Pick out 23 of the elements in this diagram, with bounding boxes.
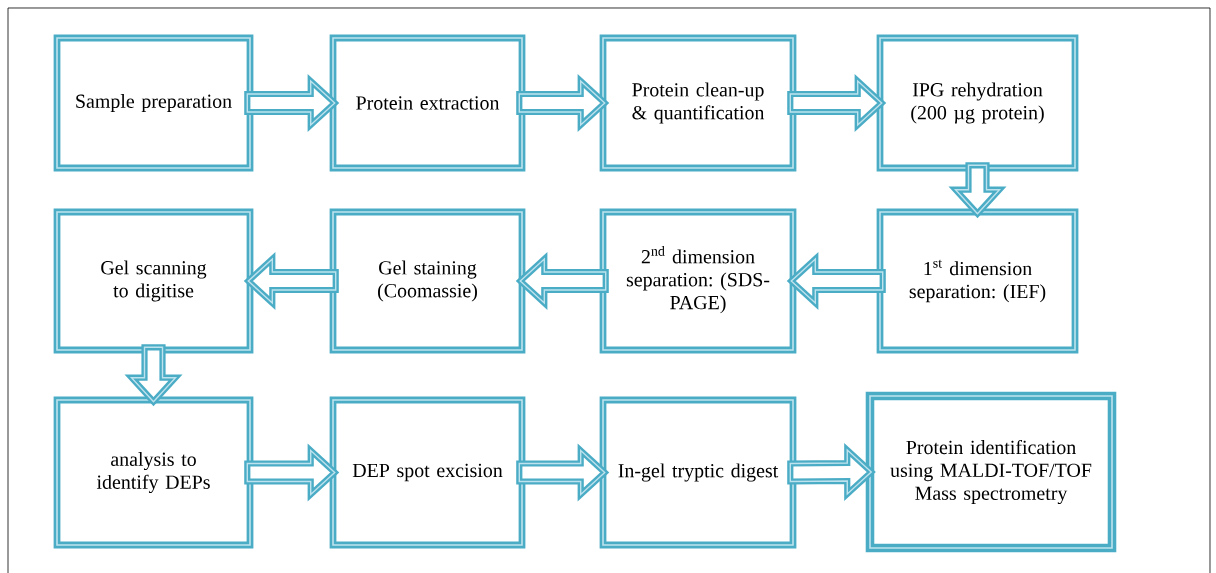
block-arrow [244,443,340,502]
block-arrow [786,251,886,310]
block-arrow [243,251,339,310]
block-arrow [516,443,610,502]
block-arrow [948,162,1007,219]
block-arrow [515,251,609,310]
process-box: Protein identification using MALDI-TOF/TOF Mass spectrometry [865,391,1117,553]
process-box: Gel scanning to digitise [53,208,254,354]
process-box: IPG rehydration (200 µg protein) [876,34,1079,172]
process-box: Protein extraction [329,34,526,172]
block-arrow [516,73,610,132]
process-box: analysis to identify DEPs [53,396,254,549]
process-box: $\begin{array}{c}\text{2}^{\text{nd}}\text{ dimension}\\ \text{separation: (SDS-}\\ \text{PAGE)}\end{array}$ [599,208,797,354]
block-arrow [244,73,340,132]
process-box: In-gel tryptic digest [599,396,797,549]
process-box: Gel staining (Coomassie) [329,208,526,354]
process-box: DEP spot excision [329,396,526,549]
block-arrow [787,73,887,132]
block-arrow [124,344,183,407]
block-arrow [787,442,876,501]
process-box: Sample preparation [53,34,254,172]
process-box: Protein clean-up & quantification [599,34,797,172]
process-box: 1$^{st}$ dimension separation: (IEF) [876,208,1079,354]
